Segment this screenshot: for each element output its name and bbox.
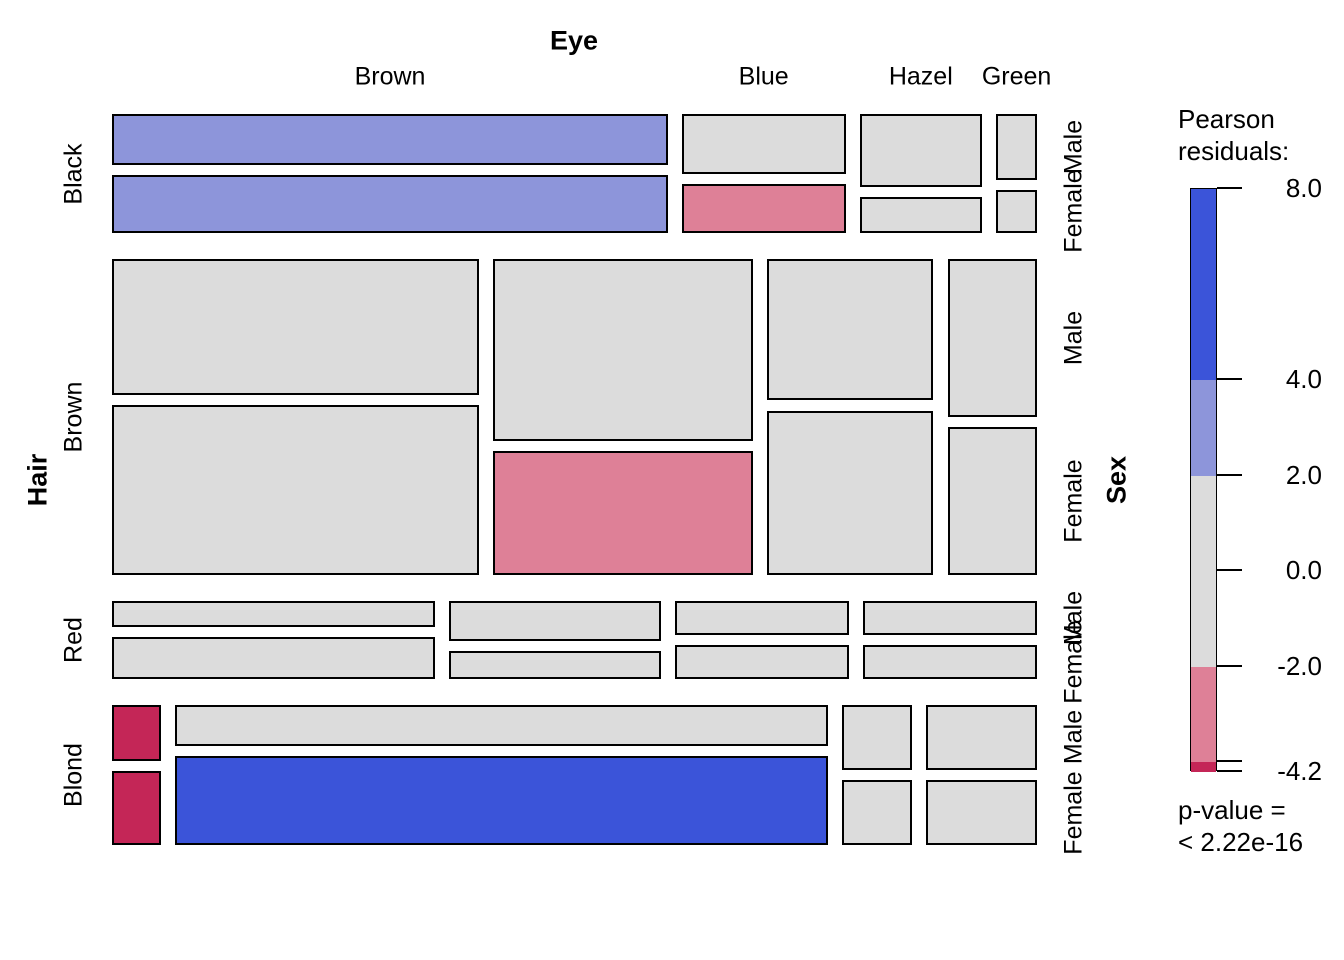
legend-color-bar <box>1190 188 1217 772</box>
legend-tick-4 <box>1217 378 1242 381</box>
p-value-line1: p-value = <box>1178 795 1286 825</box>
sex-axis-title: Sex <box>1101 455 1132 505</box>
mosaic-cell-red-blue-male <box>449 600 661 641</box>
mosaic-cell-blond-green-female <box>925 780 1037 845</box>
mosaic-cell-blond-hazel-female <box>842 780 912 845</box>
mosaic-cell-black-green-male <box>996 114 1037 180</box>
p-value-label: p-value = < 2.22e-16 <box>1178 794 1303 858</box>
legend-segment-neg_low <box>1191 666 1216 763</box>
mosaic-cell-red-brown-male <box>112 600 436 627</box>
legend-tick-label-2: 2.0 <box>1285 459 1322 490</box>
mosaic-cell-brown-hazel-female <box>766 410 934 575</box>
legend-tick-label--2: -2.0 <box>1277 650 1322 681</box>
legend-title-line2: residuals: <box>1178 136 1290 166</box>
legend-tick-label-0: 0.0 <box>1285 555 1322 586</box>
mosaic-cell-black-blue-female <box>682 184 846 234</box>
sex-label-black-male: Male <box>1059 119 1088 174</box>
sex-label-blond-female: Female <box>1059 770 1088 855</box>
legend-tick-label-4: 4.0 <box>1285 364 1322 395</box>
legend-segment-neg_high <box>1191 762 1216 772</box>
legend-segment-pos_high <box>1191 189 1216 381</box>
mosaic-cell-brown-blue-female <box>493 451 753 575</box>
mosaic-cell-red-hazel-female <box>674 644 849 679</box>
mosaic-cell-blond-blue-female <box>174 756 829 845</box>
mosaic-cell-black-hazel-male <box>859 114 983 187</box>
mosaic-cell-brown-hazel-male <box>766 259 934 401</box>
eye-category-label-green: Green <box>981 62 1052 91</box>
mosaic-cell-blond-blue-male <box>174 704 829 747</box>
hair-category-label-red: Red <box>59 616 88 663</box>
eye-category-label-brown: Brown <box>354 62 426 91</box>
mosaic-cell-brown-green-male <box>947 259 1037 418</box>
mosaic-cell-blond-green-male <box>925 704 1037 770</box>
mosaic-cell-black-green-female <box>996 189 1037 234</box>
hair-category-label-blond: Blond <box>59 743 88 807</box>
mosaic-cell-red-brown-female <box>112 636 436 679</box>
mosaic-cell-brown-blue-male <box>493 259 753 441</box>
eye-category-label-hazel: Hazel <box>888 62 953 91</box>
mosaic-cell-red-green-male <box>862 600 1037 635</box>
sex-label-blond-male: Male <box>1059 710 1088 765</box>
mosaic-cell-brown-brown-male <box>112 259 480 396</box>
mosaic-cell-red-green-female <box>862 644 1037 679</box>
hair-category-label-brown: Brown <box>59 381 88 453</box>
mosaic-cell-red-blue-female <box>449 650 661 679</box>
legend-segment-neutral <box>1191 475 1216 667</box>
sex-label-black-female: Female <box>1059 169 1088 253</box>
legend-tick-label-8: 8.0 <box>1285 173 1322 203</box>
legend-tick-label--4.2: -4.2 <box>1277 756 1322 786</box>
mosaic-cell-black-brown-male <box>112 114 668 166</box>
mosaic-cell-red-hazel-male <box>674 600 849 635</box>
hair-axis-title: Hair <box>22 453 53 507</box>
legend-title-line1: Pearson <box>1178 104 1275 134</box>
legend-segment-pos_low <box>1191 380 1216 476</box>
legend-title: Pearson residuals: <box>1178 103 1289 167</box>
mosaic-cell-black-blue-male <box>682 114 846 174</box>
sex-label-red-female: Female <box>1059 620 1088 704</box>
mosaic-cell-blond-brown-male <box>112 704 161 761</box>
legend-tick--4.2 <box>1217 770 1242 772</box>
legend-tick--4 <box>1217 760 1242 763</box>
eye-category-label-blue: Blue <box>738 62 789 91</box>
eye-axis-title: Eye <box>549 25 599 56</box>
p-value-line2: < 2.22e-16 <box>1178 827 1304 857</box>
mosaic-cell-blond-brown-female <box>112 770 161 845</box>
legend-tick-2 <box>1217 473 1242 476</box>
sex-label-brown-female: Female <box>1059 459 1088 543</box>
mosaic-cell-blond-hazel-male <box>842 704 912 770</box>
mosaic-cell-black-hazel-female <box>859 196 983 234</box>
mosaic-cell-brown-brown-female <box>112 405 480 575</box>
mosaic-cell-brown-green-female <box>947 427 1037 575</box>
legend-tick--2 <box>1217 664 1242 667</box>
legend-tick-8 <box>1217 187 1242 189</box>
hair-category-label-black: Black <box>59 143 88 205</box>
mosaic-cell-black-brown-female <box>112 175 668 234</box>
legend-tick-0 <box>1217 569 1242 572</box>
sex-label-brown-male: Male <box>1059 311 1088 366</box>
